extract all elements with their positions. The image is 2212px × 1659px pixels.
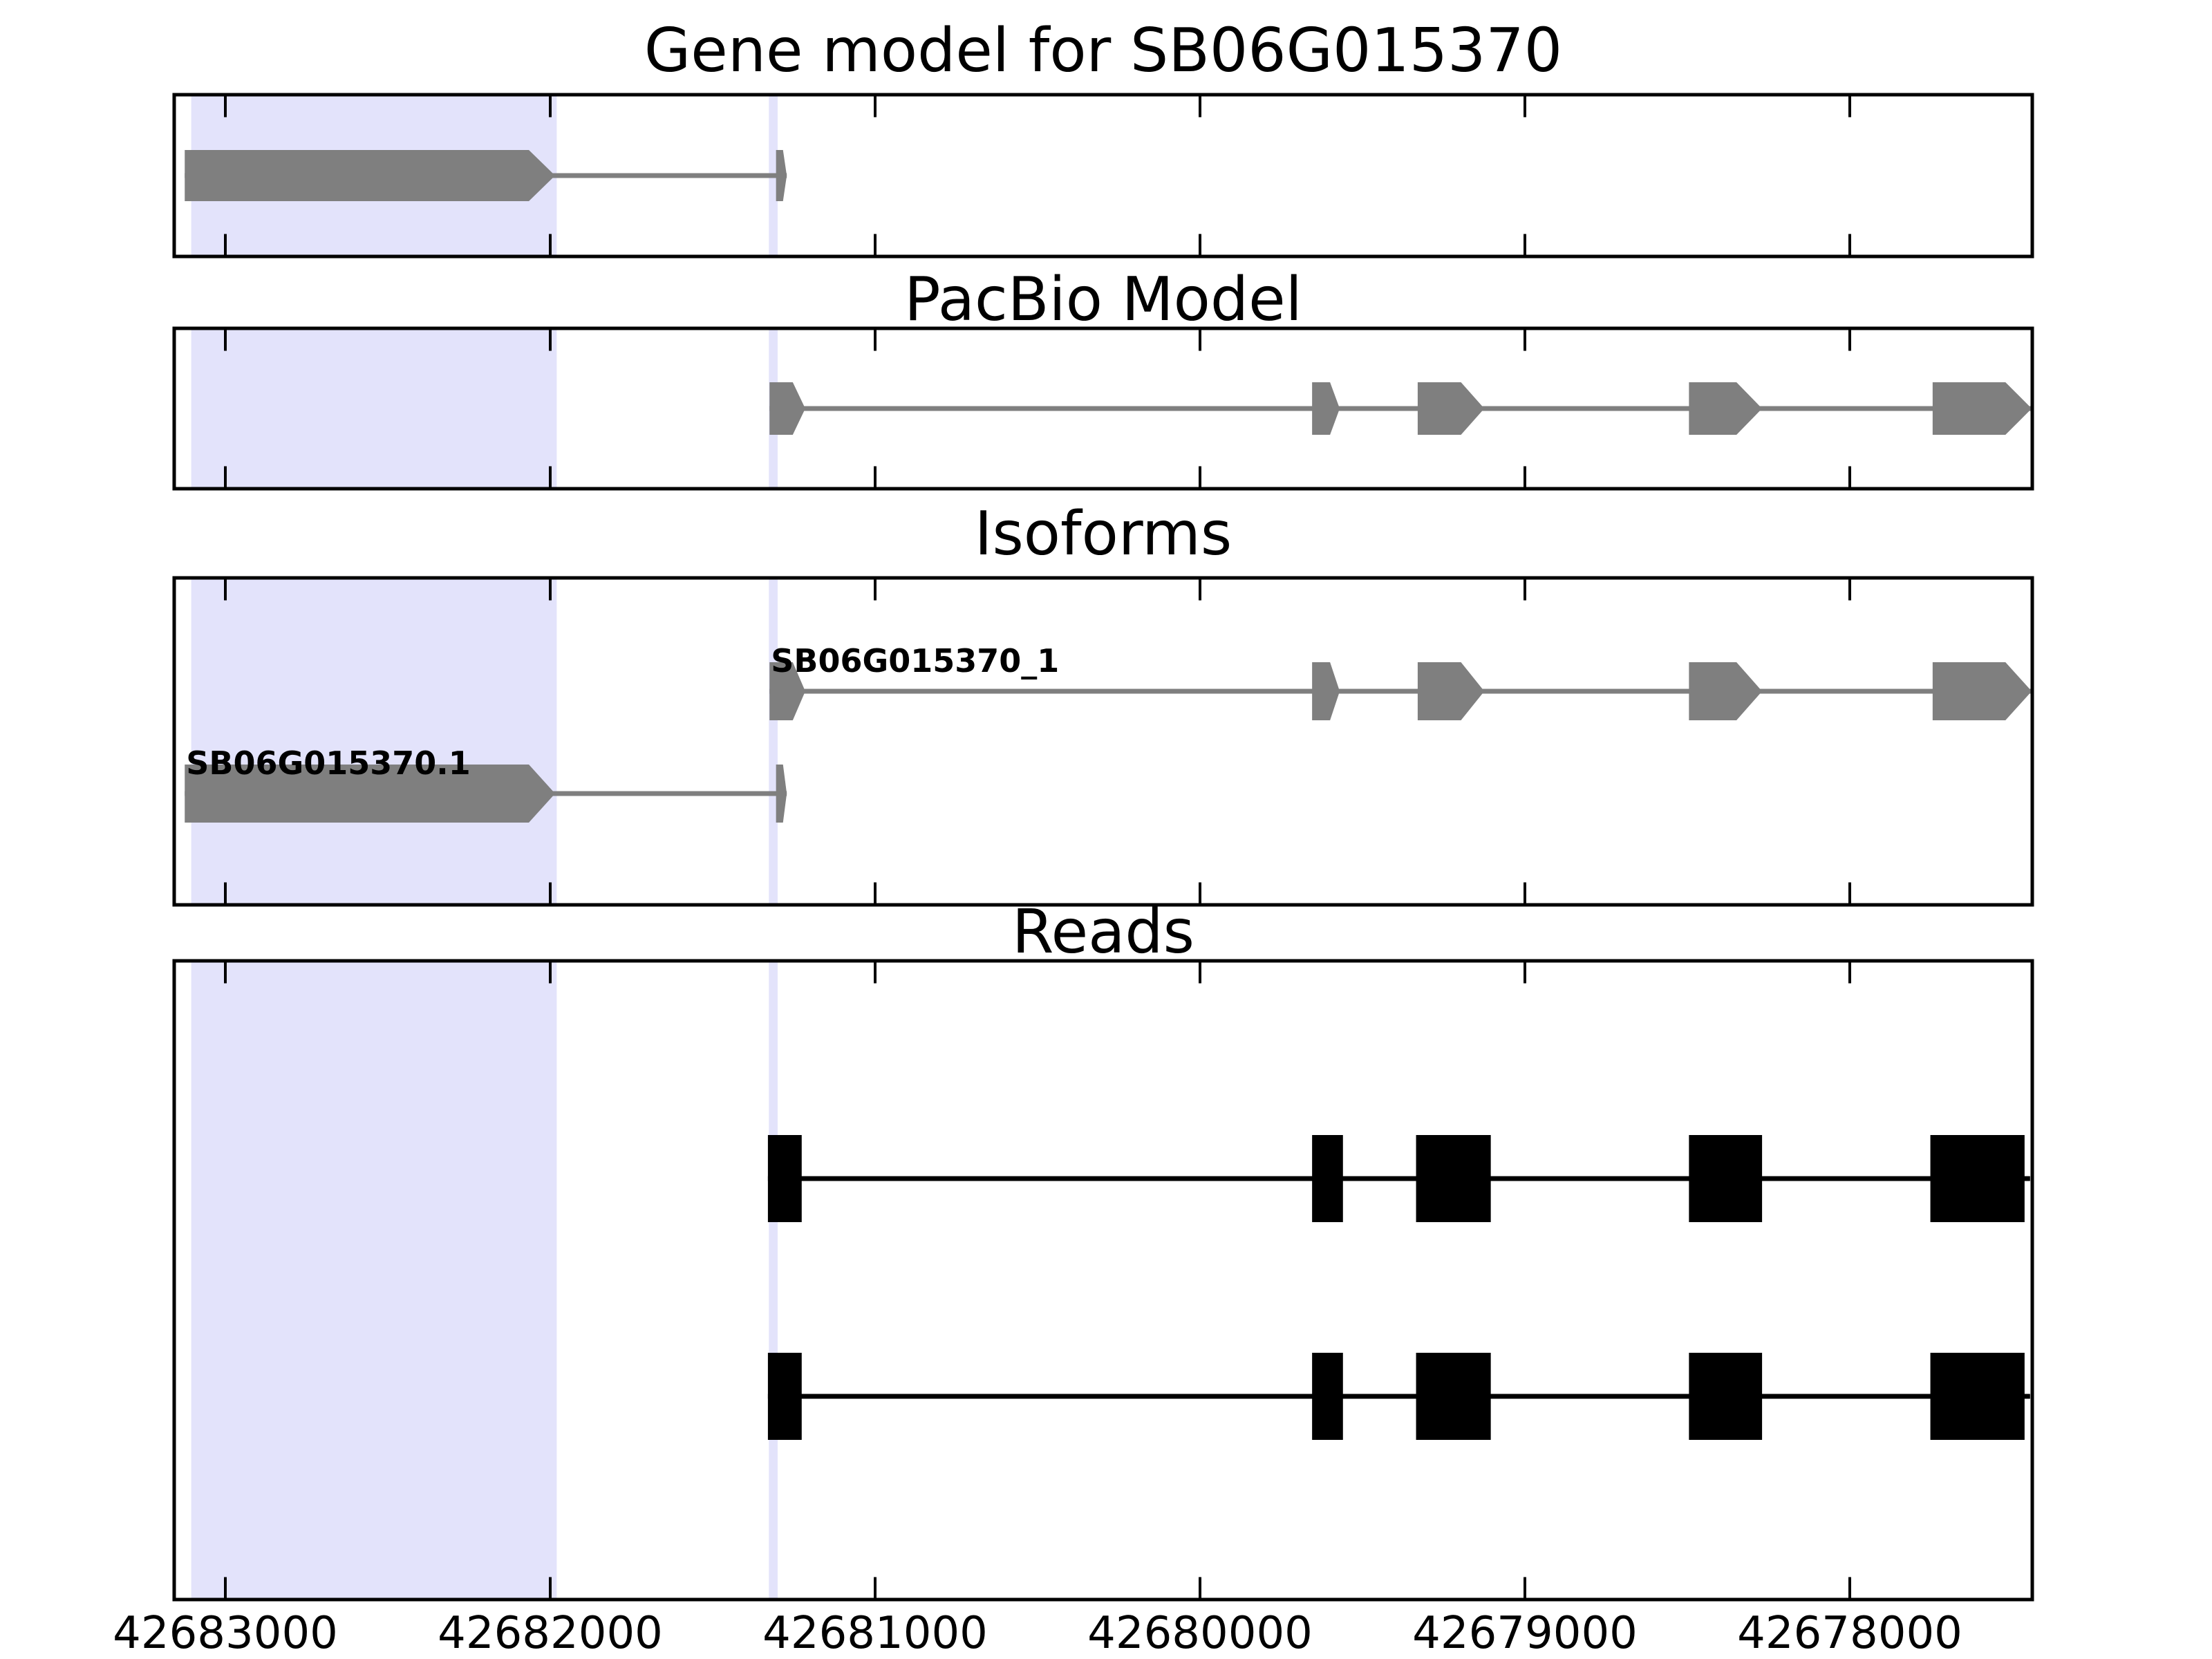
exon-block bbox=[1417, 382, 1485, 435]
exon-block bbox=[1689, 382, 1763, 435]
panel-title-pacbio-model: PacBio Model bbox=[904, 264, 1302, 335]
exon-block bbox=[776, 150, 787, 201]
highlight-region bbox=[191, 962, 557, 1598]
isoform-label: SB06G015370_1 bbox=[771, 642, 1059, 679]
read-exon bbox=[1689, 1353, 1763, 1440]
exon-block bbox=[185, 765, 556, 823]
exon-block bbox=[1417, 662, 1485, 720]
read-exon bbox=[1930, 1135, 2025, 1222]
exon-block bbox=[776, 765, 787, 823]
axis-tick-label: 42680000 bbox=[1087, 1608, 1313, 1659]
read-exon bbox=[1930, 1353, 2025, 1440]
exon-block bbox=[1689, 662, 1763, 720]
exon-block bbox=[769, 382, 805, 435]
highlight-region bbox=[191, 579, 557, 903]
panel-border bbox=[172, 93, 2034, 259]
isoform-label: SB06G015370.1 bbox=[186, 744, 470, 782]
read-exon bbox=[1312, 1135, 1343, 1222]
read-exon bbox=[1416, 1135, 1491, 1222]
axis-tick-label: 42682000 bbox=[438, 1608, 663, 1659]
panel-title-reads: Reads bbox=[1012, 897, 1194, 967]
panel-title-isoforms: Isoforms bbox=[974, 498, 1232, 569]
read-exon bbox=[767, 1135, 802, 1222]
read-exon bbox=[767, 1353, 802, 1440]
exon-block bbox=[1932, 662, 2032, 720]
panel-border bbox=[172, 959, 2034, 1602]
panel-border bbox=[172, 576, 2034, 907]
exon-block bbox=[1932, 382, 2032, 435]
read-exon bbox=[1312, 1353, 1343, 1440]
panel-title-gene-model: Gene model for SB06G015370 bbox=[644, 15, 1563, 86]
axis-tick-label: 42681000 bbox=[762, 1608, 988, 1659]
exon-block bbox=[1312, 662, 1340, 720]
exon-block bbox=[185, 150, 556, 201]
highlight-region bbox=[191, 330, 557, 487]
axis-tick-label: 42678000 bbox=[1737, 1608, 1962, 1659]
highlight-region bbox=[769, 579, 778, 903]
exon-block bbox=[769, 662, 805, 720]
read-exon bbox=[1416, 1353, 1491, 1440]
highlight-region bbox=[769, 962, 778, 1598]
axis-tick-label: 42683000 bbox=[113, 1608, 338, 1659]
panel-border bbox=[172, 326, 2034, 491]
exon-block bbox=[1312, 382, 1340, 435]
read-exon bbox=[1689, 1135, 1763, 1222]
axis-tick-label: 42679000 bbox=[1412, 1608, 1638, 1659]
